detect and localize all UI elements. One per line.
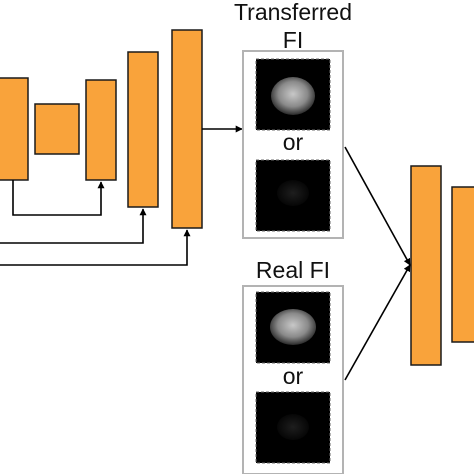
unet-block-4 bbox=[127, 51, 159, 208]
real-to-discriminator-arrow bbox=[344, 264, 411, 381]
discriminator-block-2 bbox=[451, 186, 474, 343]
discriminator-inputs bbox=[344, 146, 411, 381]
transferred-image-dark bbox=[255, 159, 331, 232]
real-image-dark bbox=[255, 391, 331, 464]
transferred-or-label: or bbox=[283, 129, 304, 155]
unet-blocks bbox=[0, 29, 203, 229]
unet-block-1 bbox=[0, 77, 29, 181]
transferred-fi-panel: Transferred FI or bbox=[234, 0, 352, 239]
skip-connection-3 bbox=[0, 229, 191, 266]
skip-connection-1 bbox=[12, 180, 105, 216]
skip-connections bbox=[0, 180, 191, 266]
unet-block-5 bbox=[171, 29, 203, 229]
transferred-title-line2: FI bbox=[283, 27, 303, 53]
real-fi-panel: Real FI or bbox=[242, 257, 344, 474]
cell-blob bbox=[270, 309, 316, 345]
transferred-image-bright bbox=[255, 58, 331, 131]
unet-block-2 bbox=[34, 103, 80, 155]
cell-blob-faint bbox=[277, 414, 309, 440]
transferred-to-discriminator-arrow bbox=[344, 146, 411, 266]
discriminator-blocks bbox=[410, 165, 474, 366]
discriminator-block-1 bbox=[410, 165, 442, 366]
real-title: Real FI bbox=[256, 257, 330, 283]
unet-block-3 bbox=[85, 79, 117, 181]
real-image-bright bbox=[255, 291, 331, 364]
cell-blob bbox=[271, 77, 315, 115]
skip-connection-2 bbox=[0, 208, 147, 244]
transferred-title-line1: Transferred bbox=[234, 0, 352, 25]
real-or-label: or bbox=[283, 363, 304, 389]
cell-blob-faint bbox=[277, 180, 309, 206]
